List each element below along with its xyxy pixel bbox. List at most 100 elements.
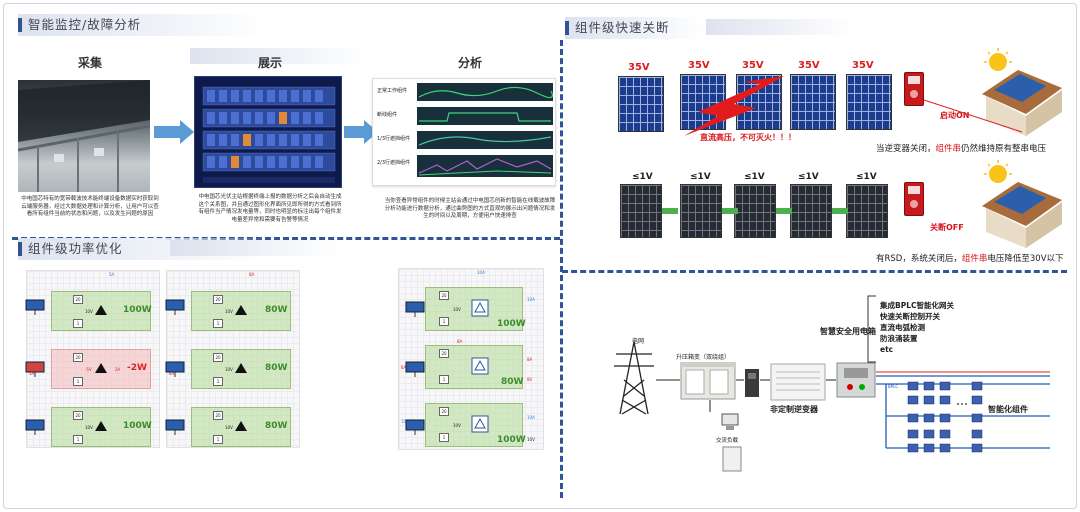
optimizer-panel-c: 10A 20 1 10V 20 1 8A 20 1 10V 10A 8V 8A … <box>398 268 544 450</box>
shutdown-note-on: 当逆变器关闭，组件串仍然维持原有整串电压 <box>876 142 1046 154</box>
junction-box: 1 <box>213 319 223 328</box>
power-tower-icon <box>614 341 654 415</box>
dashboard-screen <box>194 76 342 188</box>
inverter-label: 非定制逆变器 <box>770 405 818 414</box>
current-label: 5A <box>29 371 35 376</box>
voltage-label: 10V <box>527 437 535 442</box>
shutdown-note-off: 有RSD，系统关闭后，组件串电压降低至30V以下 <box>876 252 1064 264</box>
optimizer-chip-icon <box>471 357 489 375</box>
voltage-label: 10V <box>85 309 93 314</box>
string-voltage: ≤1V <box>856 172 877 182</box>
rsd-state-off: 关断OFF <box>930 223 964 232</box>
pv-module <box>846 74 892 130</box>
analysis-row-label: 正常工作组件 <box>377 88 408 94</box>
bypass-diode-icon <box>235 421 247 431</box>
string-voltage: ≤1V <box>744 172 765 182</box>
pv-array-photo <box>18 80 150 192</box>
pv-module <box>618 76 664 132</box>
display-heading: 展示 <box>257 56 282 70</box>
junction-box: 20 <box>439 349 449 358</box>
module-power: 80W <box>265 305 288 315</box>
string-voltage: 35V <box>688 60 710 71</box>
current-label: 2A <box>115 367 121 372</box>
ac-load-icon <box>722 446 742 472</box>
pv-module <box>790 74 836 130</box>
rsd-switch-face <box>908 76 920 98</box>
solar-panel-icon <box>165 419 185 435</box>
note-text: 有RSD，系统关闭后， <box>876 254 962 264</box>
voltage-label: 10V <box>225 309 233 314</box>
ac-load-label: 交流负载 <box>716 438 739 444</box>
decor-bar <box>170 240 340 256</box>
analysis-panel: 正常工作组件 断线组件 1/3行遮挡组件 2/3行遮挡组件 <box>372 78 556 186</box>
junction-box: 20 <box>73 411 83 420</box>
rsd-connectors <box>662 208 848 214</box>
function-item: 集成BPLC智能化网关 <box>880 301 954 310</box>
note-text: 电压降低至30V以下 <box>987 254 1064 264</box>
divider-horizontal-left <box>12 237 560 240</box>
transformer-label: 升压箱变（双绕组） <box>676 354 731 361</box>
pv-module-off <box>734 184 776 238</box>
string-voltage: 35V <box>798 60 820 71</box>
smart-safety-box-icon <box>836 362 876 398</box>
current-label: 10A <box>477 270 485 275</box>
junction-box: 20 <box>439 407 449 416</box>
collect-caption: 中电国芯特有的宽带载波技术能终端设备数据实时获取到云端服务器，经过大数据处理和计… <box>21 196 159 217</box>
solar-panel-icon <box>165 361 185 377</box>
junction-box: 1 <box>73 435 83 444</box>
voltage-label: 10V <box>453 307 461 312</box>
current-label: 10A <box>527 415 535 420</box>
junction-box: 20 <box>73 295 83 304</box>
analyze-heading: 分析 <box>457 56 482 70</box>
function-item: 快速关断控制开关 <box>880 312 940 321</box>
current-label: 8A <box>457 339 463 344</box>
junction-box: 1 <box>73 319 83 328</box>
analysis-row-label: 2/3行遮挡组件 <box>377 160 411 166</box>
smart-module-array <box>907 381 983 453</box>
collect-heading: 采集 <box>77 56 102 70</box>
module-power: 100W <box>123 421 152 431</box>
function-bracket <box>860 295 876 363</box>
module-power: 80W <box>265 421 288 431</box>
module-power: -2W <box>127 363 147 373</box>
solar-panel-icon <box>25 299 45 315</box>
rsd-state-on: 启动ON <box>940 111 970 120</box>
junction-box: 1 <box>439 317 449 326</box>
function-item: 防浪涌装置 <box>880 334 918 343</box>
pv-module-off <box>620 184 662 238</box>
current-label: 8A <box>169 371 175 376</box>
bypass-diode-icon <box>95 421 107 431</box>
inverter-icon <box>770 363 826 401</box>
module-power: 80W <box>265 363 288 373</box>
pv-module <box>736 74 782 130</box>
analysis-curves <box>417 83 553 177</box>
solar-panel-icon <box>25 361 45 377</box>
string-voltage: ≤1V <box>632 172 653 182</box>
voltage-label: 10V <box>225 367 233 372</box>
pv-module-off <box>846 184 888 238</box>
arrow-right-icon <box>154 120 194 144</box>
string-wiring <box>923 99 1023 133</box>
voltage-label: 10V <box>85 425 93 430</box>
smart-box-label: 智慧安全用电箱 <box>820 327 876 336</box>
string-voltage: ≤1V <box>798 172 819 182</box>
junction-box: 1 <box>73 377 83 386</box>
module-power: 100W <box>497 435 526 445</box>
solar-panel-icon <box>165 299 185 315</box>
grid-label: 电网 <box>632 338 645 345</box>
analysis-row-label: 断线组件 <box>377 112 398 118</box>
optimizer-panel-b: 8A 20 1 10V 20 1 10V 20 1 10V 8A 80W 80W… <box>166 270 300 448</box>
junction-box: 20 <box>439 291 449 300</box>
current-label: 8A <box>527 357 533 362</box>
note-text: 仍然维持原有整串电压 <box>961 144 1047 154</box>
solar-panel-icon <box>405 301 425 317</box>
lightning-bolt-icon <box>684 76 784 136</box>
arrow-right-icon <box>344 120 378 144</box>
pv-module-off <box>680 184 722 238</box>
function-item: 直流电弧检测 <box>880 323 925 332</box>
current-label: 10A <box>527 297 535 302</box>
high-voltage-warning: 直流高压，不可灭火！！！ <box>700 133 796 142</box>
analyze-caption: 当你查看异常组件的时候主站会通过中电国芯创新的智能在线载波故障分析功能进行数据分… <box>384 198 556 219</box>
display-caption: 中电国芯光伏主站根据终端上报的数据分析之后会自动生成这个关系图，并且通过图形化界… <box>198 194 342 223</box>
house-with-solar-icon <box>982 48 1062 136</box>
